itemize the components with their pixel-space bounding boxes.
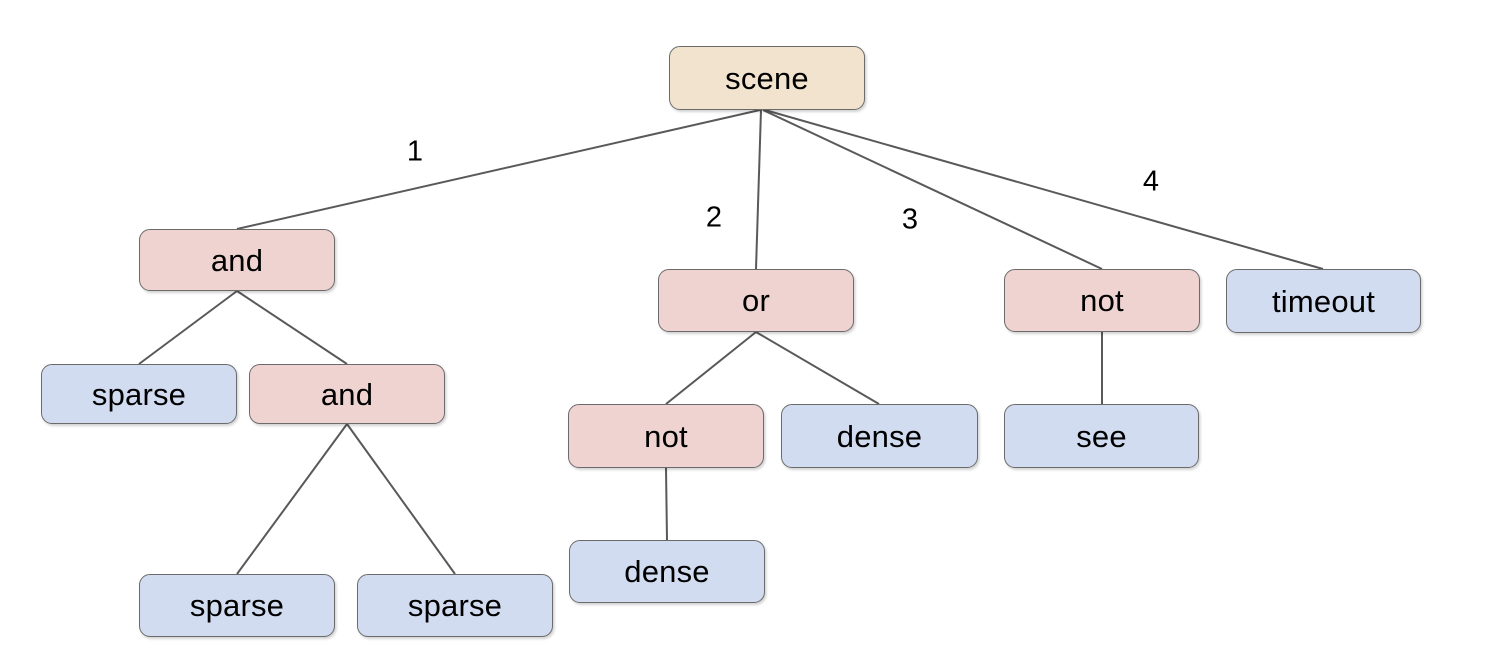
tree-node-label: dense [836,418,923,454]
edge-label: 1 [406,135,424,168]
tree-node-sparse1[interactable]: sparse [41,364,237,424]
tree-node-not1[interactable]: not [1004,269,1200,332]
tree-edge [665,331,757,405]
tree-edge [764,109,1324,270]
tree-node-label: sparse [91,376,187,412]
edge-label: 3 [901,203,919,236]
tree-node-or1[interactable]: or [658,269,854,332]
tree-edge [236,423,348,575]
tree-node-sparse3[interactable]: sparse [357,574,553,637]
edge-label: 4 [1142,165,1160,198]
tree-node-label: sparse [407,588,503,623]
edge-label: 2 [705,201,723,234]
tree-node-and2[interactable]: and [249,364,445,424]
tree-node-and1[interactable]: and [139,229,335,291]
tree-node-label: and [320,376,374,412]
tree-node-label: sparse [189,588,285,623]
tree-node-timeout1[interactable]: timeout [1226,269,1421,333]
tree-edge [665,467,668,541]
tree-node-dense1[interactable]: dense [781,404,978,468]
tree-node-label: and [210,242,264,278]
tree-node-label: scene [725,60,809,96]
tree-node-label: not [644,418,688,454]
tree-node-sparse2[interactable]: sparse [139,574,335,637]
tree-node-label: see [1076,418,1127,454]
tree-edge [346,423,456,575]
tree-edge [236,109,761,230]
tree-edge [236,290,348,365]
tree-node-label: not [1080,283,1124,318]
tree-node-scene[interactable]: scene [669,46,865,110]
tree-node-label: timeout [1271,283,1376,319]
tree-edge [762,109,1103,270]
tree-node-label: or [742,283,770,318]
tree-edge [755,331,880,405]
tree-node-not2[interactable]: not [568,404,764,468]
tree-node-dense2[interactable]: dense [569,540,765,603]
tree-edge [755,109,762,270]
tree-edge [138,290,238,365]
tree-node-label: dense [624,554,710,589]
tree-node-see1[interactable]: see [1004,404,1199,468]
